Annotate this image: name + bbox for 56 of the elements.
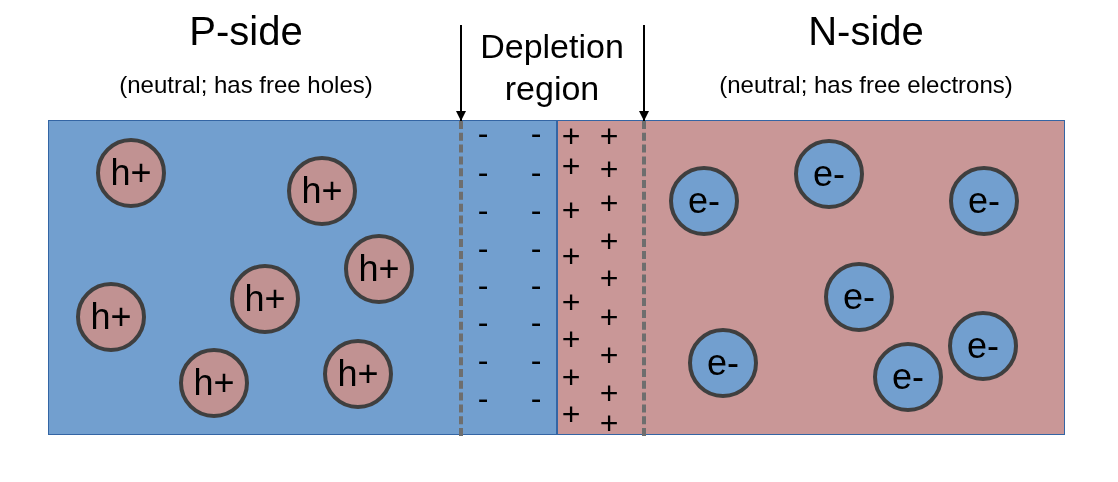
charge-sign: + (560, 240, 582, 272)
charge-sign: - (476, 232, 490, 264)
hole-particle: h+ (230, 264, 300, 334)
charge-sign: - (529, 232, 543, 264)
hole-particle: h+ (323, 339, 393, 409)
charge-sign: + (598, 262, 620, 294)
charge-sign: + (598, 407, 620, 439)
charge-sign: - (476, 382, 490, 414)
hole-particle: h+ (96, 138, 166, 208)
charge-sign: + (598, 187, 620, 219)
charge-sign: + (598, 301, 620, 333)
region-subtitle: (neutral; has free holes) (118, 71, 374, 99)
dashed-boundary-line (459, 121, 463, 436)
charge-sign: - (529, 194, 543, 226)
charge-sign: - (529, 306, 543, 338)
electron-particle: e- (794, 139, 864, 209)
charge-sign: - (529, 156, 543, 188)
hole-particle: h+ (287, 156, 357, 226)
arrow (639, 24, 649, 122)
charge-sign: + (598, 153, 620, 185)
hole-particle: h+ (179, 348, 249, 418)
charge-sign: + (560, 150, 582, 182)
charge-sign: - (529, 382, 543, 414)
charge-sign: + (598, 225, 620, 257)
charge-sign: + (598, 120, 620, 152)
charge-sign: + (560, 194, 582, 226)
charge-sign: + (560, 361, 582, 393)
electron-particle: e- (948, 311, 1018, 381)
charge-sign: + (560, 120, 582, 152)
charge-sign: - (476, 344, 490, 376)
region-title: P-side (188, 9, 304, 54)
charge-sign: - (529, 117, 543, 149)
charge-sign: - (476, 194, 490, 226)
electron-particle: e- (669, 166, 739, 236)
electron-particle: e- (824, 262, 894, 332)
depletion-label: Depletion region (479, 26, 625, 109)
electron-particle: e- (688, 328, 758, 398)
region-title: N-side (807, 9, 925, 54)
hole-particle: h+ (344, 234, 414, 304)
charge-sign: - (476, 156, 490, 188)
hole-particle: h+ (76, 282, 146, 352)
region-subtitle: (neutral; has free electrons) (718, 71, 1014, 99)
charge-sign: - (529, 344, 543, 376)
electron-particle: e- (949, 166, 1019, 236)
charge-sign: - (476, 269, 490, 301)
dashed-boundary-line (642, 121, 646, 436)
electron-particle: e- (873, 342, 943, 412)
charge-sign: + (560, 286, 582, 318)
charge-sign: + (560, 323, 582, 355)
charge-sign: + (560, 398, 582, 430)
charge-sign: - (529, 269, 543, 301)
charge-sign: + (598, 377, 620, 409)
charge-sign: - (476, 306, 490, 338)
charge-sign: + (598, 339, 620, 371)
charge-sign: - (476, 117, 490, 149)
arrow (456, 24, 466, 122)
